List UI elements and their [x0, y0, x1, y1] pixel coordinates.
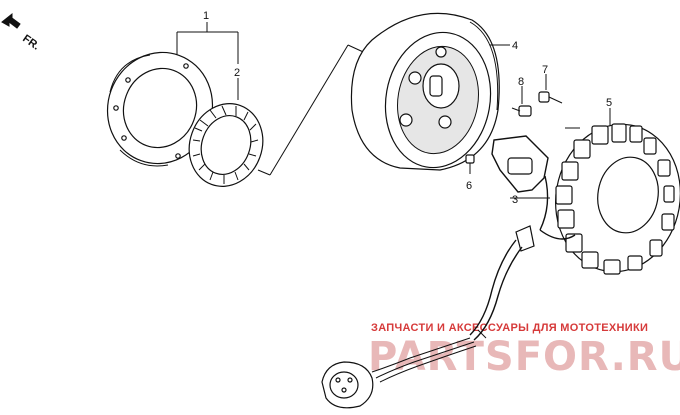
front-label: FR.: [20, 33, 41, 53]
front-arrow-icon: [1, 12, 21, 29]
front-direction-indicator: FR.: [1, 12, 42, 53]
watermark-tagline: ЗАПЧАСТИ И АКСЕССУАРЫ ДЛЯ МОТОТЕХНИКИ: [371, 322, 648, 334]
callout-4: 4: [512, 40, 518, 52]
callout-1: 1: [203, 10, 209, 22]
stator-bolt: [538, 74, 563, 104]
flywheel-bolt: [511, 86, 532, 117]
pulser-screw: [465, 154, 475, 174]
callout-6: 6: [466, 180, 472, 192]
callout-8: 8: [518, 76, 524, 88]
callout-3: 3: [512, 194, 518, 206]
starter-clutch-plate: [106, 51, 214, 167]
wire-lead: [371, 337, 477, 383]
pulse-generator-harness: [469, 135, 576, 341]
callout-5: 5: [606, 97, 612, 109]
one-way-clutch: [188, 103, 264, 187]
watermark: ЗАПЧАСТИ И АКСЕССУАРЫ ДЛЯ МОТОТЕХНИКИ PA…: [368, 322, 680, 380]
callouts: 1 2 3 4 5 6 7 8: [203, 10, 612, 206]
callout-1-bracket: [176, 22, 239, 64]
callout-7: 7: [542, 64, 548, 76]
coupler-connector: [321, 361, 374, 409]
watermark-brand: PARTSFOR.RU: [368, 334, 680, 380]
callout-2: 2: [234, 67, 240, 79]
flywheel-rotor: [350, 12, 510, 171]
stator: [555, 108, 680, 275]
